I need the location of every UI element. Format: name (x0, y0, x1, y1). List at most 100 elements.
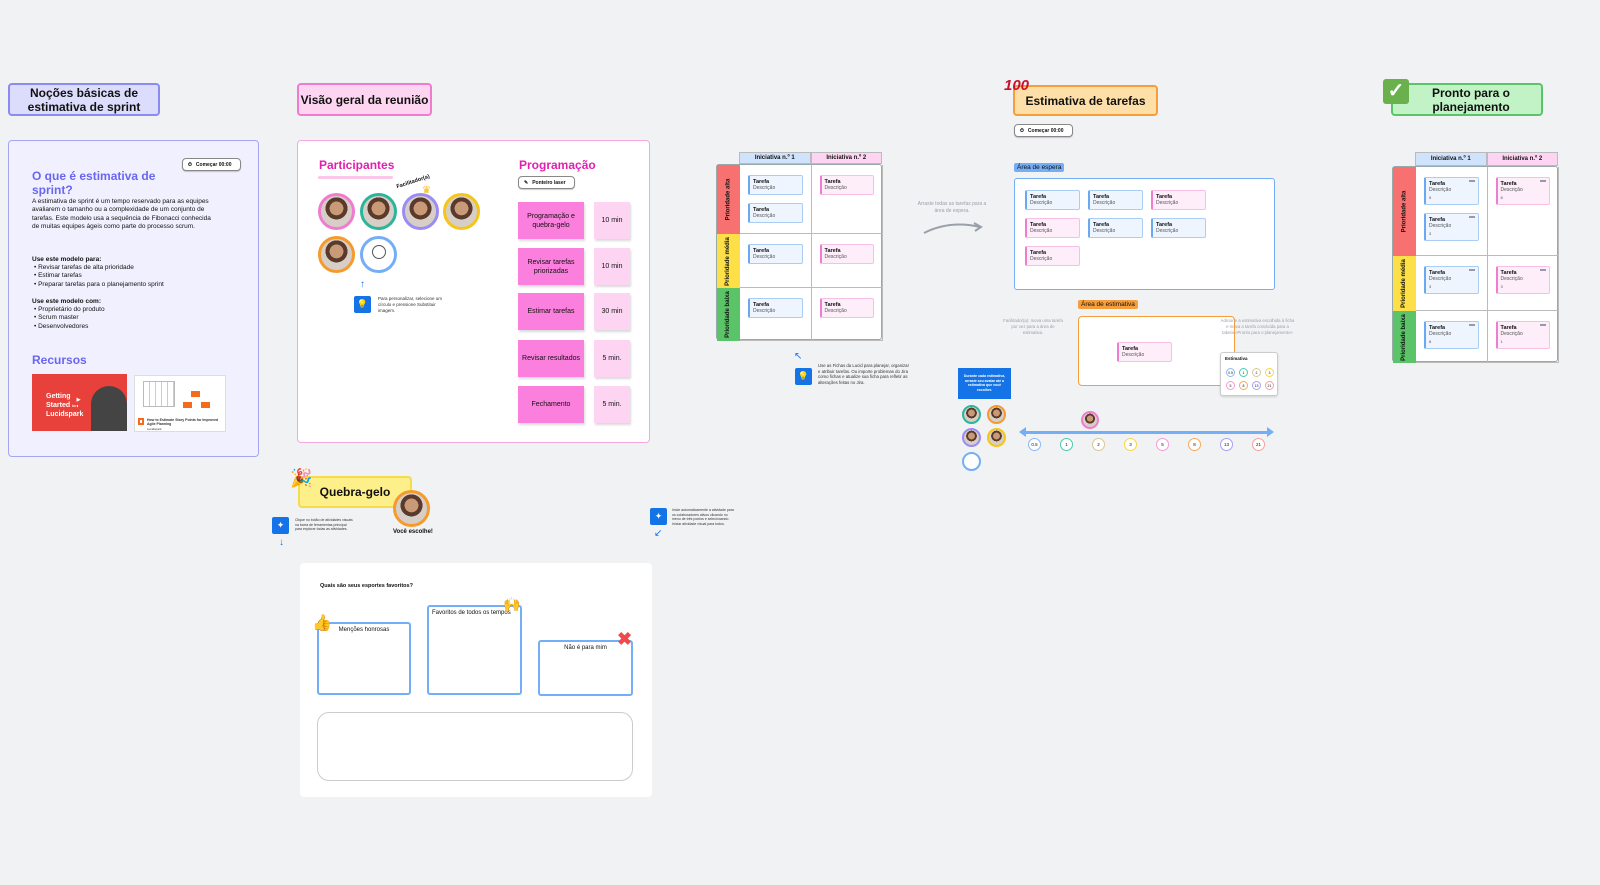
agenda-item[interactable]: Revisar tarefas priorizadas (518, 248, 584, 285)
more-options-icon[interactable] (1468, 324, 1475, 326)
agenda-item[interactable]: Fechamento (518, 386, 584, 423)
diagram-node (191, 391, 200, 397)
use-for-title: Use este modelo para: (32, 256, 102, 263)
agenda-time[interactable]: 5 min. (594, 340, 630, 377)
answer-box-favorites[interactable]: Favoritos de todos os tempos (427, 605, 522, 695)
scale-value[interactable]: 0.5 (1028, 438, 1041, 451)
participant-avatar[interactable] (360, 193, 397, 230)
activity-tip: Clique no botão de atividades visuais na… (295, 518, 353, 531)
placeholder-avatar[interactable] (962, 452, 981, 471)
section-header-estimation[interactable]: Estimativa de tarefas (1013, 85, 1158, 116)
estimate-scale-line (1025, 431, 1269, 434)
section-header-ready[interactable]: Pronto para o planejamento (1391, 83, 1543, 116)
more-options-icon[interactable] (1468, 216, 1475, 218)
scale-value[interactable]: 5 (1156, 438, 1169, 451)
voted-avatar[interactable] (1081, 411, 1099, 429)
list-item: Preparar tarefas para o planejamento spr… (38, 280, 164, 288)
voter-avatar[interactable] (987, 428, 1006, 447)
column-header: Iniciativa n.º 1 (1415, 152, 1487, 166)
scale-value[interactable]: 13 (1220, 438, 1233, 451)
article-thumbnail[interactable]: How to Estimate Story Points for Improve… (134, 375, 226, 432)
agenda-time[interactable]: 10 min (594, 202, 630, 239)
scale-value[interactable]: 1 (1060, 438, 1073, 451)
participant-avatar[interactable] (443, 193, 480, 230)
section-title: Quebra-gelo (319, 485, 391, 499)
more-options-icon[interactable] (1468, 180, 1475, 182)
voter-avatar[interactable] (987, 405, 1006, 424)
voter-avatar[interactable] (962, 405, 981, 424)
agenda-item[interactable]: Estimar tarefas (518, 293, 584, 330)
scale-value[interactable]: 8 (1188, 438, 1201, 451)
task-description: Descrição (1093, 228, 1116, 234)
more-options-icon[interactable] (1468, 269, 1475, 271)
laser-pointer-button[interactable]: ✎Ponteiro laser (518, 176, 575, 189)
agenda-item[interactable]: Programação e quebra-gelo (518, 202, 584, 239)
timer-button[interactable]: ⏱Começar 00:00 (1014, 124, 1073, 137)
scale-value[interactable]: 21 (1252, 438, 1265, 451)
more-options-icon[interactable] (1540, 180, 1546, 182)
answer-box-not-for-me[interactable]: Não é para mim (538, 640, 633, 696)
agenda-time[interactable]: 10 min (594, 248, 630, 285)
answer-area[interactable] (317, 712, 633, 781)
facilitator-avatar[interactable] (402, 193, 439, 230)
video-thumbnail[interactable]: Getting Started in Lucidspark ▶ (32, 374, 127, 431)
chosen-avatar[interactable] (393, 490, 430, 527)
answer-box-honorable[interactable]: Menções honrosas (317, 622, 411, 695)
scale-value[interactable]: 2 (1092, 438, 1105, 451)
section-header-overview[interactable]: Visão geral da reunião (297, 83, 432, 116)
participant-avatar[interactable] (318, 236, 355, 273)
agenda-time[interactable]: 30 min (594, 293, 630, 330)
row-label: Prioridade alta (725, 178, 731, 221)
legend-value: 8 (1239, 381, 1248, 390)
more-options-icon[interactable] (1540, 324, 1546, 326)
article-title: How to Estimate Story Points for Improve… (147, 418, 219, 426)
timer-button[interactable]: ⏱Começar 00:00 (182, 158, 241, 171)
more-options-icon[interactable] (1540, 269, 1546, 271)
scale-value[interactable]: 3 (1124, 438, 1137, 451)
estimate-value: 1 (1500, 339, 1503, 344)
agenda-item[interactable]: Revisar resultados (518, 340, 584, 377)
task-title: Tarefa (824, 248, 841, 254)
agenda-time[interactable]: 5 min. (594, 386, 630, 423)
placeholder-avatar[interactable] (360, 236, 397, 273)
section-header-basics[interactable]: Noções básicas de estimativa de sprint (8, 83, 160, 116)
participant-avatar[interactable] (318, 193, 355, 230)
voter-avatar[interactable] (962, 428, 981, 447)
